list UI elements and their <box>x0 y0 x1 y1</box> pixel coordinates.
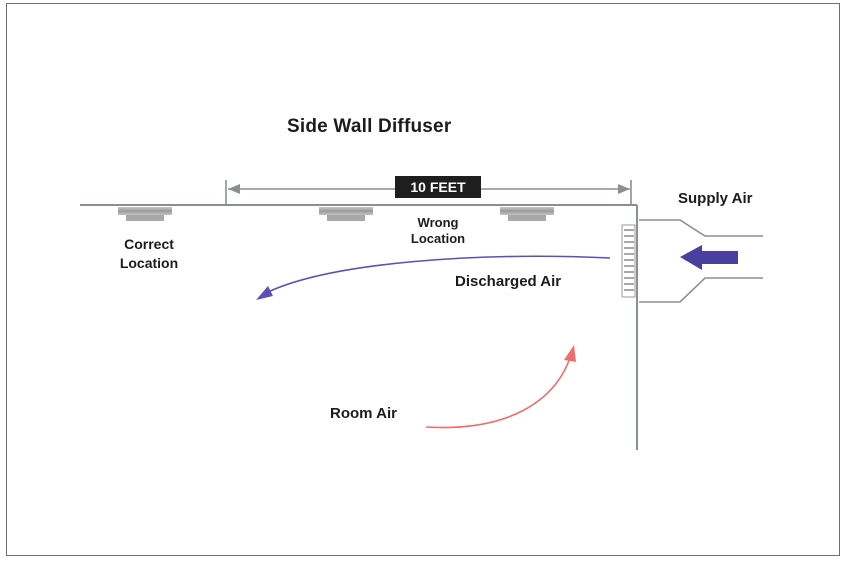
dimension-label: 10 FEET <box>395 176 481 198</box>
supply-air-label: Supply Air <box>678 190 753 207</box>
diagram-title: Side Wall Diffuser <box>287 116 452 137</box>
ceiling-diffuser-correct <box>118 207 172 221</box>
supply-duct <box>639 219 763 303</box>
correct-location-line1: Correct <box>124 236 174 252</box>
wrong-location-line2: Location <box>410 231 466 246</box>
ceiling-diffuser-wrong <box>500 207 554 221</box>
discharged-air-arrow <box>256 255 611 300</box>
side-wall-register <box>621 224 636 298</box>
correct-location-line2: Location <box>119 255 179 271</box>
discharged-air-label: Discharged Air <box>455 273 562 290</box>
room-air-label: Room Air <box>330 405 397 422</box>
wrong-location-line1: Wrong <box>417 215 459 230</box>
diagram-frame <box>6 3 840 556</box>
room-air-arrow <box>425 345 576 429</box>
supply-air-arrow <box>680 245 738 270</box>
correct-location-label: Correct Location <box>106 235 192 273</box>
ceiling-diffuser-middle <box>319 207 373 221</box>
wrong-location-label: Wrong Location <box>398 215 478 247</box>
